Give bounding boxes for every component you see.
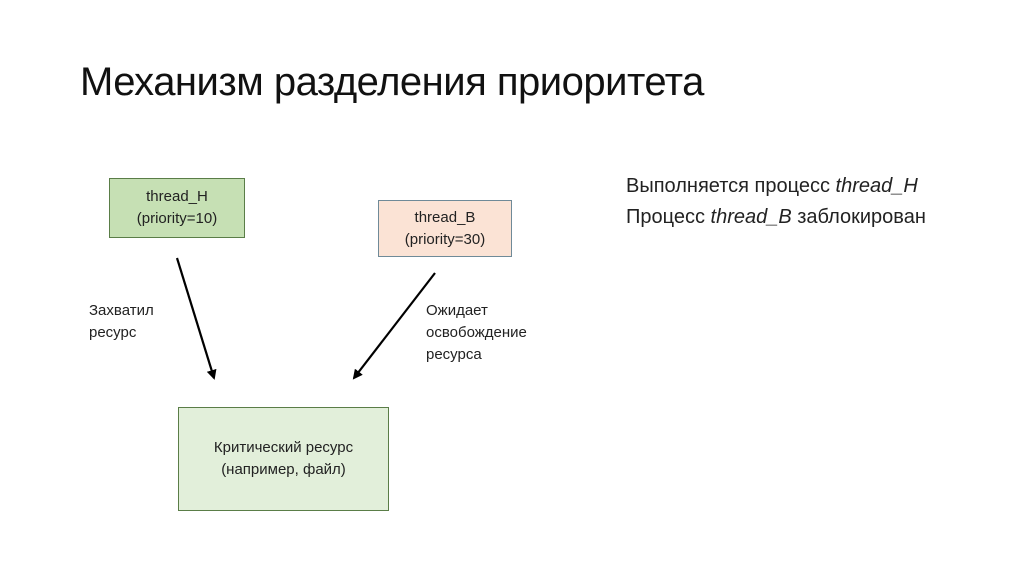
node-resource-example: (например, файл) [221,461,346,478]
node-critical-resource: Критический ресурс (например, файл) [178,407,389,511]
edge-label-waits: Ожидает освобождение ресурса [426,300,527,366]
status-blocked-suffix: заблокирован [791,206,926,228]
status-running-thread: thread_H [835,175,918,197]
node-thread-h: thread_H (priority=10) [109,178,245,238]
status-line-running: Выполняется процесс thread_H [626,171,926,202]
edge-label-seized-line2: ресурс [89,324,137,341]
node-thread-h-name: thread_H [146,188,208,205]
node-thread-h-priority: (priority=10) [136,210,218,227]
node-thread-b: thread_B (priority=30) [378,200,512,257]
node-thread-b-priority: (priority=30) [404,230,486,248]
slide-title: Механизм разделения приоритета [80,60,704,104]
arrow-thread-h-to-resource [175,257,217,380]
status-text: Выполняется процесс thread_H Процесс thr… [626,171,926,233]
status-running-prefix: Выполняется процесс [626,175,836,197]
status-line-blocked: Процесс thread_B заблокирован [626,202,926,233]
edge-label-seized-line1: Захватил [89,302,154,319]
edge-label-waits-line3: ресурса [426,346,482,363]
edge-label-seized: Захватил ресурс [89,300,154,344]
arrow-thread-b-to-resource [352,272,436,380]
status-blocked-prefix: Процесс [626,206,711,228]
status-blocked-thread: thread_B [710,206,792,228]
node-resource-name: Критический ресурс [213,439,354,456]
edge-label-waits-line2: освобождение [426,324,527,341]
edge-label-waits-line1: Ожидает [426,302,488,319]
node-thread-b-name: thread_B [414,208,476,226]
